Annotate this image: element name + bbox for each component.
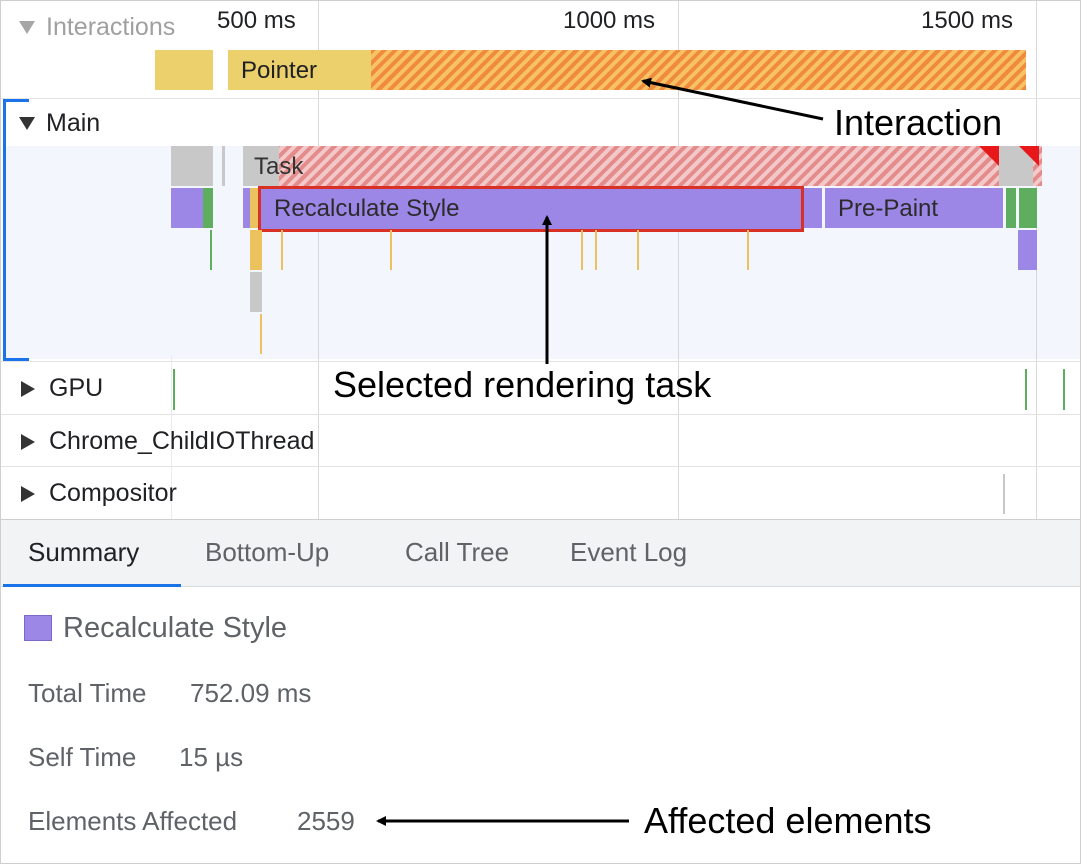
elements-affected-value: 2559	[297, 806, 355, 836]
tab-call-tree[interactable]: Call Tree	[405, 537, 510, 567]
pre-paint-label: Pre-Paint	[838, 195, 939, 222]
recalculate-style-label: Recalculate Style	[274, 195, 460, 222]
track-gpu-label: GPU	[49, 374, 104, 402]
separator	[1, 414, 1080, 415]
interaction-pointer-long-segment[interactable]	[371, 50, 1026, 90]
separator	[1, 98, 1080, 99]
task-bar-small[interactable]	[171, 146, 213, 186]
script-slice[interactable]	[637, 230, 639, 270]
script-slice[interactable]	[260, 314, 262, 354]
tick-1500ms: 1500 ms	[921, 7, 1014, 34]
script-slice[interactable]	[595, 230, 597, 270]
script-bar-tiny[interactable]	[250, 188, 258, 228]
gridline-start	[171, 356, 172, 519]
interaction-bar-small[interactable]	[155, 50, 213, 90]
task-bar-last-hatch[interactable]	[1033, 146, 1042, 186]
paint-bar-small[interactable]	[203, 188, 213, 228]
collapse-triangle-icon	[19, 117, 35, 130]
collapse-triangle-icon	[19, 21, 35, 34]
track-chrome-child-io-label: Chrome_ChildIOThread	[49, 427, 315, 455]
task-bar[interactable]	[243, 146, 279, 186]
script-slice[interactable]	[581, 230, 583, 270]
tab-summary-underline	[3, 584, 181, 587]
track-interactions-label: Interactions	[46, 13, 176, 41]
gray-slice[interactable]	[250, 272, 262, 312]
task-bar-label: Task	[254, 153, 304, 180]
style-slice[interactable]	[1018, 230, 1037, 270]
separator	[1, 466, 1080, 467]
interaction-pointer-bar[interactable]	[228, 50, 371, 90]
tick-1000ms: 1000 ms	[563, 7, 656, 34]
gridline-500ms	[318, 1, 319, 519]
interaction-arrow	[641, 77, 824, 121]
tab-bottom-up[interactable]: Bottom-Up	[205, 537, 330, 567]
gpu-slice[interactable]	[1025, 369, 1027, 410]
pre-paint-bar[interactable]	[825, 188, 1003, 228]
track-gpu[interactable]: GPU	[21, 374, 103, 403]
script-slice[interactable]	[390, 230, 392, 270]
self-time-label: Self Time	[28, 742, 137, 772]
tab-event-log[interactable]: Event Log	[570, 537, 688, 567]
track-compositor[interactable]: Compositor	[21, 479, 177, 508]
script-slice[interactable]	[281, 230, 283, 270]
tick-500ms: 500 ms	[217, 7, 296, 34]
track-interactions[interactable]: Interactions	[19, 13, 175, 42]
paint-bar-last[interactable]	[1019, 188, 1037, 228]
total-time-value: 752.09 ms	[190, 678, 312, 708]
selected-task-annotation: Selected rendering task	[333, 364, 712, 405]
expand-triangle-icon	[21, 380, 35, 397]
paint-bar[interactable]	[1006, 188, 1016, 228]
compositor-slice[interactable]	[1003, 474, 1005, 514]
separator	[1, 361, 1080, 362]
gpu-slice[interactable]	[1063, 369, 1065, 410]
pointer-bar-label: Pointer	[241, 57, 318, 84]
expand-triangle-icon	[21, 485, 35, 502]
summary-title: Recalculate Style	[63, 612, 288, 644]
affected-elements-annotation: Affected elements	[644, 800, 932, 841]
main-track-bracket	[3, 99, 29, 361]
style-bar-tiny[interactable]	[243, 188, 250, 228]
expand-triangle-icon	[21, 433, 35, 450]
paint-slice[interactable]	[210, 230, 212, 270]
gpu-slice[interactable]	[173, 369, 175, 410]
total-time-label: Total Time	[28, 678, 147, 708]
interaction-annotation: Interaction	[834, 102, 1003, 143]
style-bar-small[interactable]	[171, 188, 203, 228]
layout-bar[interactable]	[804, 188, 822, 228]
task-bar-tiny[interactable]	[222, 146, 225, 186]
script-slice[interactable]	[250, 230, 262, 270]
recalculate-style-bar[interactable]	[258, 186, 804, 232]
category-swatch	[24, 615, 52, 641]
track-compositor-label: Compositor	[49, 479, 177, 507]
track-main-label: Main	[46, 109, 101, 137]
track-chrome-child-io[interactable]: Chrome_ChildIOThread	[21, 427, 314, 456]
gridline-1000ms	[678, 1, 679, 519]
self-time-value: 15 µs	[179, 742, 244, 772]
tab-summary[interactable]: Summary	[28, 537, 140, 567]
task-long-segment[interactable]	[279, 146, 999, 186]
long-task-warning-icon	[1019, 146, 1039, 166]
track-main[interactable]: Main	[19, 109, 100, 138]
long-task-warning-icon	[979, 146, 999, 166]
script-slice[interactable]	[747, 230, 749, 270]
elements-affected-label: Elements Affected	[28, 806, 238, 836]
details-tab-bar	[1, 519, 1080, 587]
task-bar-end[interactable]	[999, 146, 1019, 186]
